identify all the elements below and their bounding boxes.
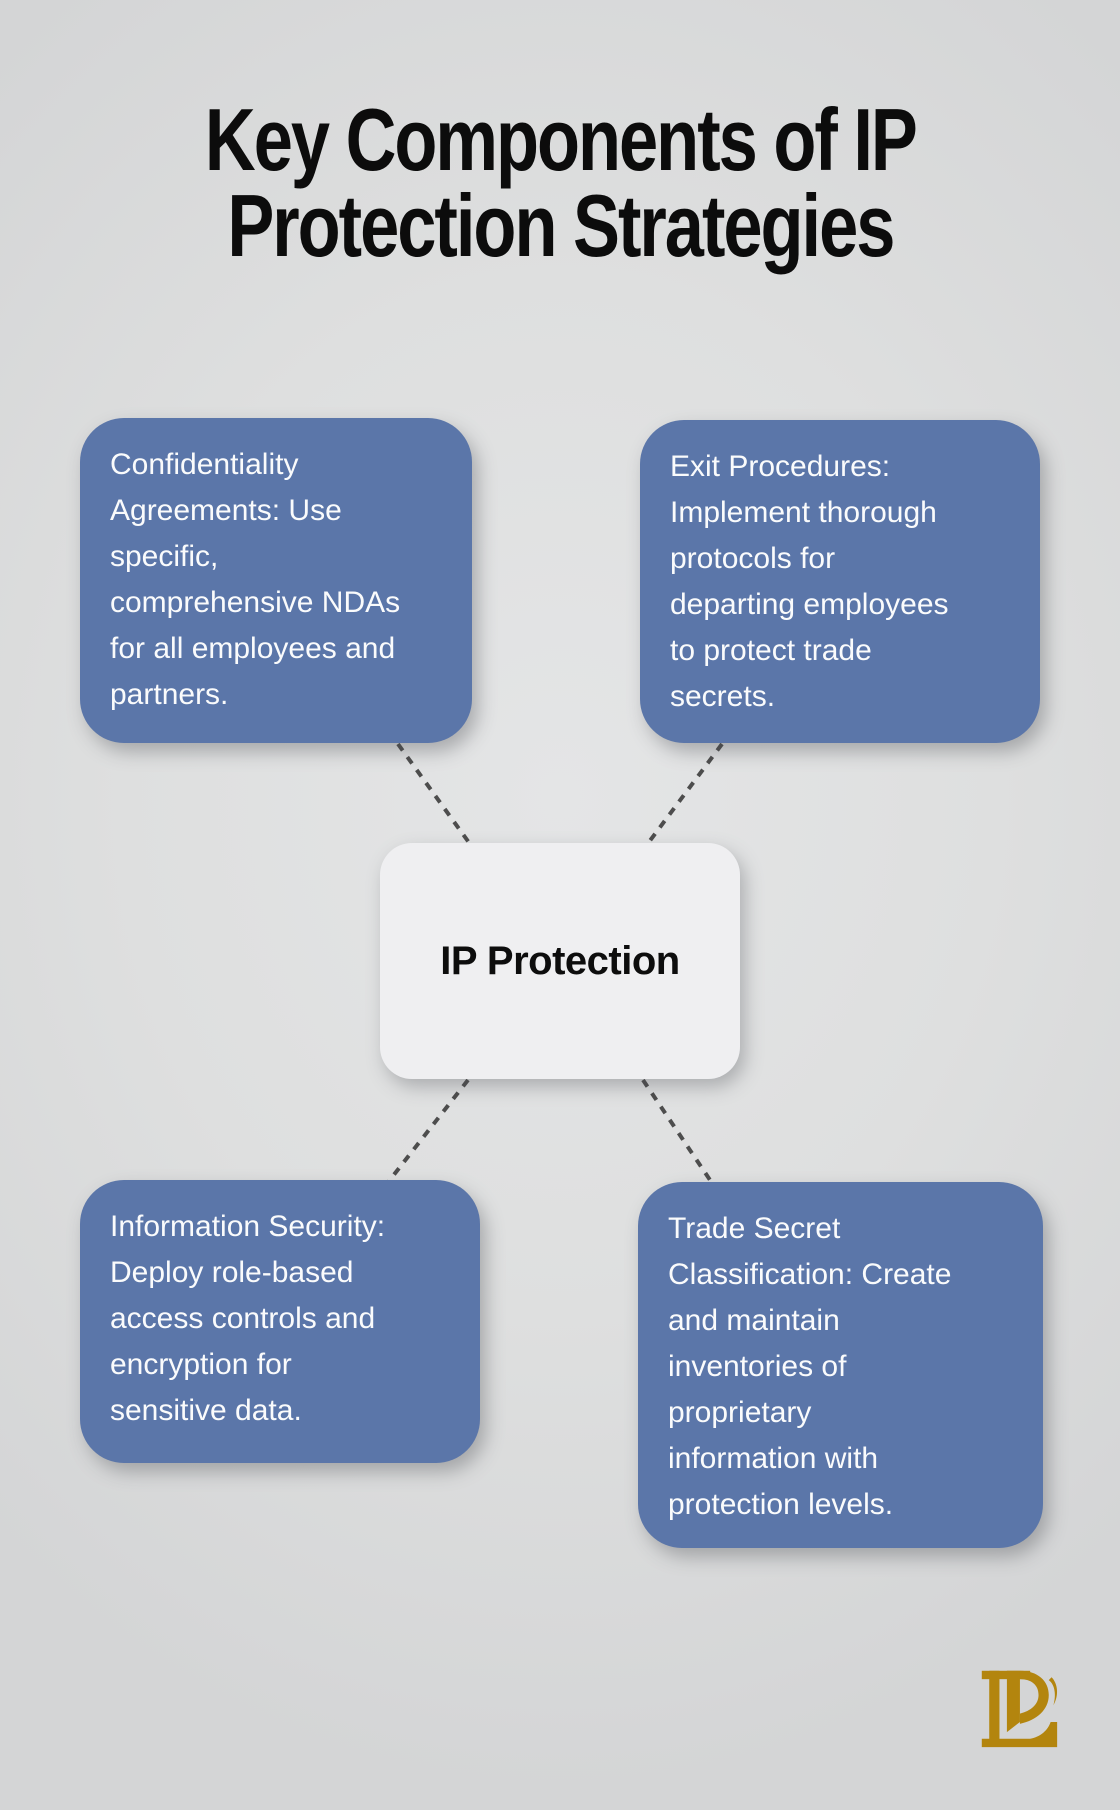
node-confidentiality-agreements: Confidentiality Agreements: Use specific… [80,418,472,743]
node-trade-secret-classification-text: Trade Secret Classification: Create and … [668,1212,952,1521]
node-exit-procedures: Exit Procedures: Implement thorough prot… [640,420,1040,743]
infographic-title: Key Components of IP Protection Strategi… [0,90,1120,275]
node-information-security: Information Security: Deploy role-based … [80,1180,480,1463]
node-exit-procedures-text: Exit Procedures: Implement thorough prot… [670,450,949,713]
connector-top-left [396,742,472,846]
lp-monogram-logo [979,1667,1059,1749]
connector-bottom-left [387,1078,470,1183]
lp-monogram-icon [981,1670,1058,1748]
connector-top-right [647,742,724,844]
node-information-security-text: Information Security: Deploy role-based … [110,1210,386,1427]
node-trade-secret-classification: Trade Secret Classification: Create and … [638,1182,1043,1548]
connector-bottom-right [641,1078,712,1182]
center-node-label: IP Protection [440,938,680,983]
node-confidentiality-agreements-text: Confidentiality Agreements: Use specific… [110,448,401,711]
infographic-title-text: Key Components of IP Protection Strategi… [204,90,918,275]
center-node-ip-protection: IP Protection [380,843,740,1079]
